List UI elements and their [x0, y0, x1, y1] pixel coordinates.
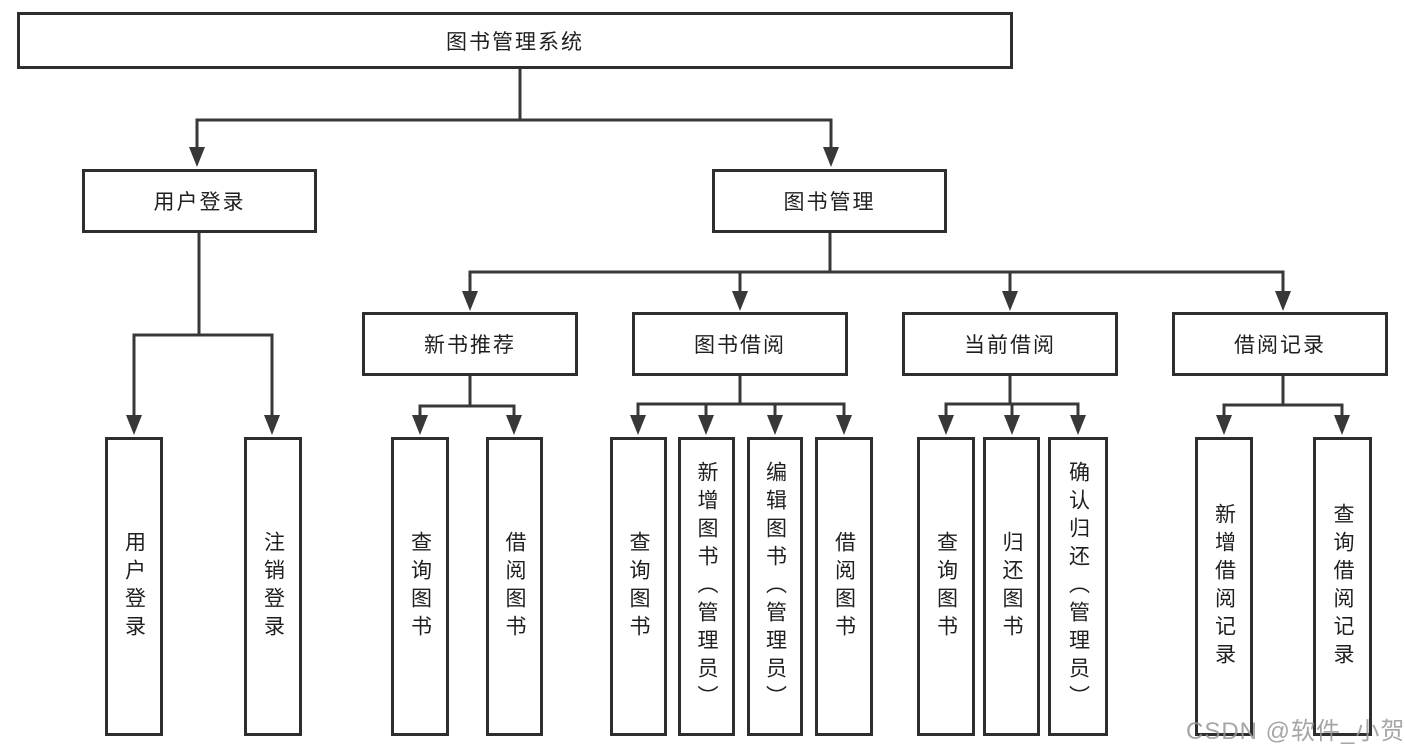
leaf-logout-label: 注销登录 [261, 530, 285, 643]
node-root-label: 图书管理系统 [446, 30, 584, 54]
leaf-borrow-books-recommend: 借阅图书 [486, 437, 543, 736]
node-current-borrow: 当前借阅 [902, 312, 1118, 376]
leaf-return-book-label: 归还图书 [1000, 530, 1023, 643]
leaf-add-book-admin: 新增图书（管理员） [678, 437, 735, 736]
leaf-confirm-return-admin-label: 确认归还（管理员） [1066, 460, 1090, 713]
node-current-borrow-label: 当前借阅 [964, 334, 1056, 357]
leaf-add-borrow-record-label: 新增借阅记录 [1212, 502, 1236, 671]
node-book-borrow-label: 图书借阅 [694, 334, 786, 357]
leaf-query-books-borrow: 查询图书 [610, 437, 667, 736]
leaf-query-borrow-record-label: 查询借阅记录 [1331, 502, 1354, 671]
leaf-add-book-admin-label: 新增图书（管理员） [695, 460, 718, 713]
node-user-login-label: 用户登录 [153, 191, 246, 214]
leaf-user-login: 用户登录 [105, 437, 163, 736]
node-root-system: 图书管理系统 [17, 12, 1013, 69]
node-book-management: 图书管理 [712, 169, 947, 233]
leaf-user-login-label: 用户登录 [122, 530, 146, 643]
leaf-edit-book-admin: 编辑图书（管理员） [747, 437, 803, 736]
leaf-edit-book-admin-label: 编辑图书（管理员） [763, 460, 787, 713]
leaf-borrow-books-borrow: 借阅图书 [815, 437, 873, 736]
leaf-borrow-books-recommend-label: 借阅图书 [503, 530, 526, 643]
leaf-query-books-recommend: 查询图书 [391, 437, 449, 736]
leaf-confirm-return-admin: 确认归还（管理员） [1048, 437, 1108, 736]
node-new-book-recommend-label: 新书推荐 [424, 334, 516, 357]
leaf-query-books-current-label: 查询图书 [934, 530, 958, 643]
csdn-watermark: CSDN @软件_小贺同学 [1186, 718, 1405, 745]
leaf-query-books-recommend-label: 查询图书 [408, 530, 432, 643]
leaf-logout: 注销登录 [244, 437, 302, 736]
leaf-query-books-borrow-label: 查询图书 [627, 530, 650, 643]
node-borrow-records-label: 借阅记录 [1234, 334, 1326, 357]
node-user-login: 用户登录 [82, 169, 317, 233]
leaf-query-books-current: 查询图书 [917, 437, 975, 736]
node-book-management-label: 图书管理 [783, 191, 876, 214]
node-borrow-records: 借阅记录 [1172, 312, 1388, 376]
node-book-borrow: 图书借阅 [632, 312, 848, 376]
node-new-book-recommend: 新书推荐 [362, 312, 578, 376]
leaf-query-borrow-record: 查询借阅记录 [1313, 437, 1372, 736]
leaf-borrow-books-borrow-label: 借阅图书 [832, 530, 856, 643]
leaf-return-book: 归还图书 [983, 437, 1040, 736]
leaf-add-borrow-record: 新增借阅记录 [1195, 437, 1253, 736]
